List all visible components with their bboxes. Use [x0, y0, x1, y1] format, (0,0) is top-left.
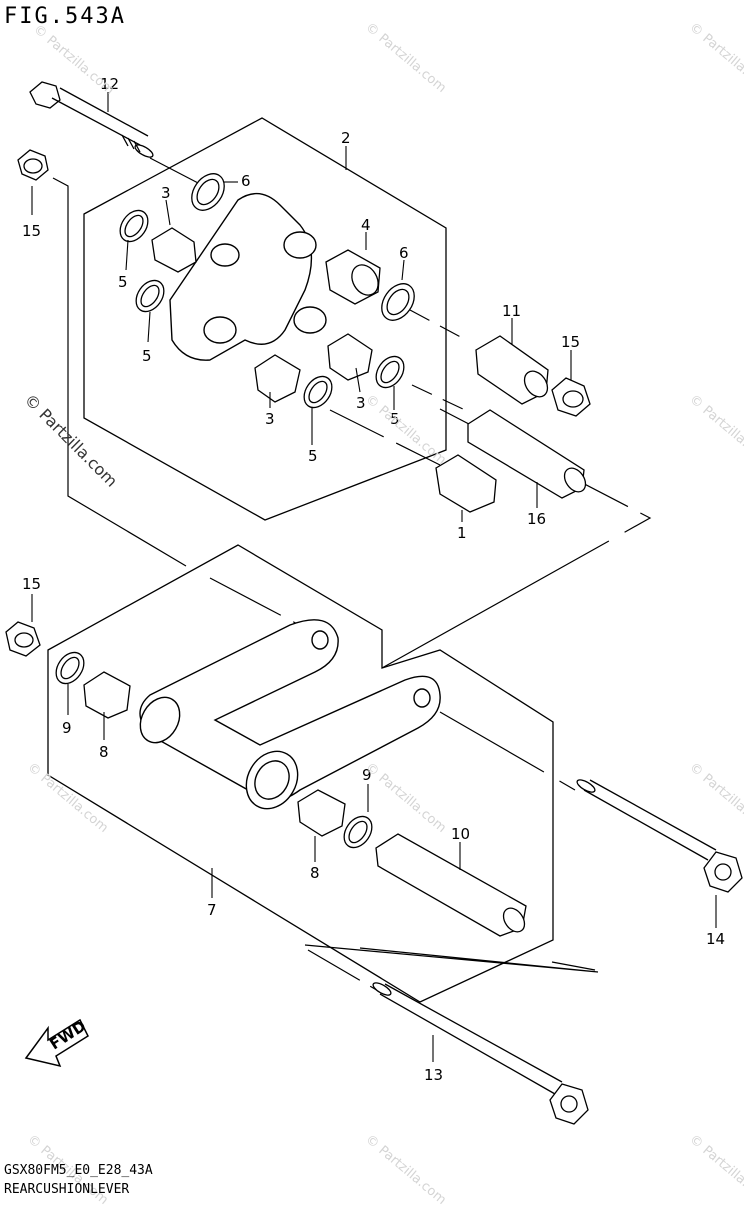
callout-3: 3 [265, 410, 275, 428]
callout-5: 5 [308, 447, 318, 465]
callout-16: 16 [527, 510, 546, 528]
callout-9: 9 [62, 719, 72, 737]
callout-15: 15 [561, 333, 580, 351]
callout-14: 14 [706, 930, 725, 948]
seals [55, 173, 415, 849]
callout-12: 12 [100, 75, 119, 93]
nut-15-mid [551, 377, 591, 417]
assembly-box-upper [83, 117, 447, 521]
callout-5: 5 [390, 410, 400, 428]
callout-8: 8 [310, 864, 320, 882]
callout-leaders [31, 92, 717, 1062]
callout-9: 9 [362, 766, 372, 784]
callout-10: 10 [451, 825, 470, 843]
collars [83, 227, 587, 937]
callout-1: 1 [457, 524, 467, 542]
bolt-12 [29, 81, 154, 158]
callout-6: 6 [399, 244, 409, 262]
callout-5: 5 [142, 347, 152, 365]
bolt-13 [372, 982, 589, 1125]
assembly-box-lower [47, 544, 554, 1003]
callout-11: 11 [502, 302, 521, 320]
callout-numbers: 12 2 6 15 3 4 6 5 5 11 15 3 3 5 5 1 16 1… [22, 75, 725, 1084]
callout-4: 4 [361, 216, 371, 234]
nut-15-bottom [5, 621, 41, 657]
link-body-2 [169, 192, 327, 361]
callout-8: 8 [99, 743, 109, 761]
figure-name: REARCUSHIONLEVER [4, 1182, 130, 1197]
fwd-arrow: FWD [24, 1017, 89, 1068]
callout-3: 3 [161, 184, 171, 202]
figure-title: FIG.543A [4, 4, 126, 29]
lever-7 [139, 619, 441, 810]
figure-code: GSX80FM5_E0_E28_43A [4, 1163, 153, 1178]
callout-13: 13 [424, 1066, 443, 1084]
callout-15: 15 [22, 575, 41, 593]
callout-5: 5 [118, 273, 128, 291]
callout-15: 15 [22, 222, 41, 240]
nut-15-top [17, 149, 49, 181]
callout-7: 7 [207, 901, 217, 919]
callout-2: 2 [341, 129, 351, 147]
callout-3: 3 [356, 394, 366, 412]
callout-6: 6 [241, 172, 251, 190]
bolt-14 [576, 779, 743, 893]
